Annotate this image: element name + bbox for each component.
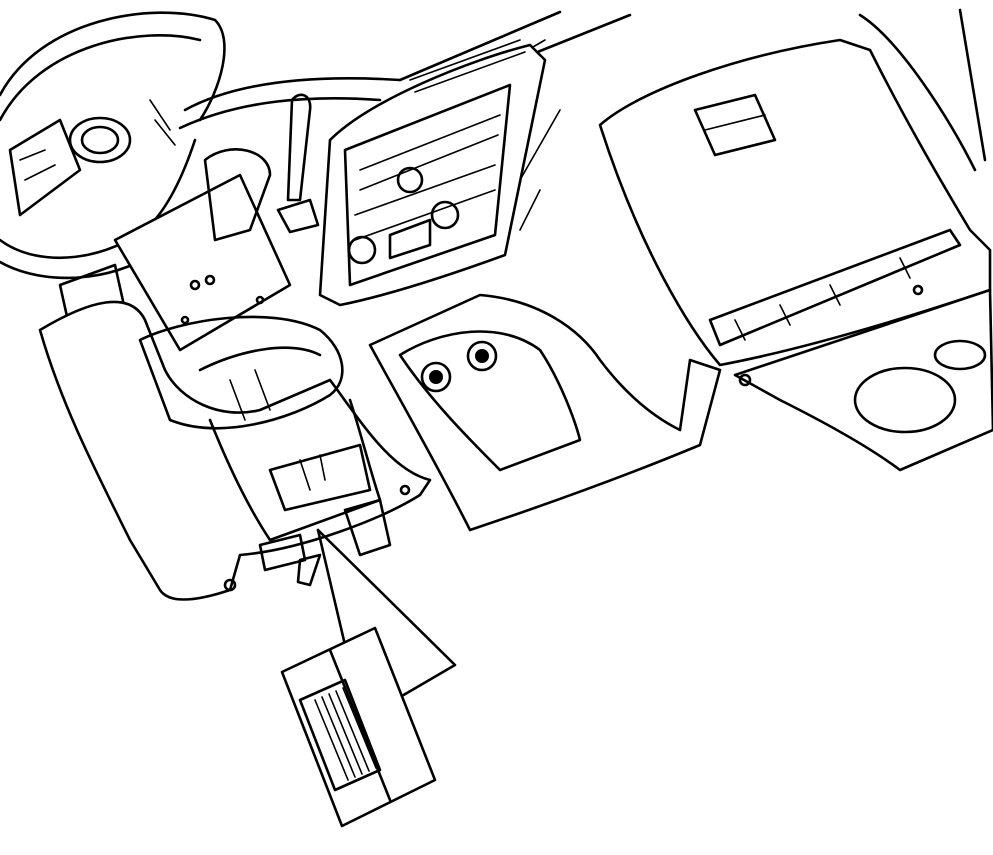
center-stack (318, 39, 547, 307)
lower-trim-panel (38, 300, 432, 601)
gear-shifter (276, 93, 320, 234)
steering-column (58, 148, 292, 352)
electronic-module (280, 626, 437, 828)
module-leader (316, 528, 457, 702)
center-console (368, 293, 722, 532)
glove-box (598, 8, 992, 367)
right-lower-panel (733, 288, 993, 472)
